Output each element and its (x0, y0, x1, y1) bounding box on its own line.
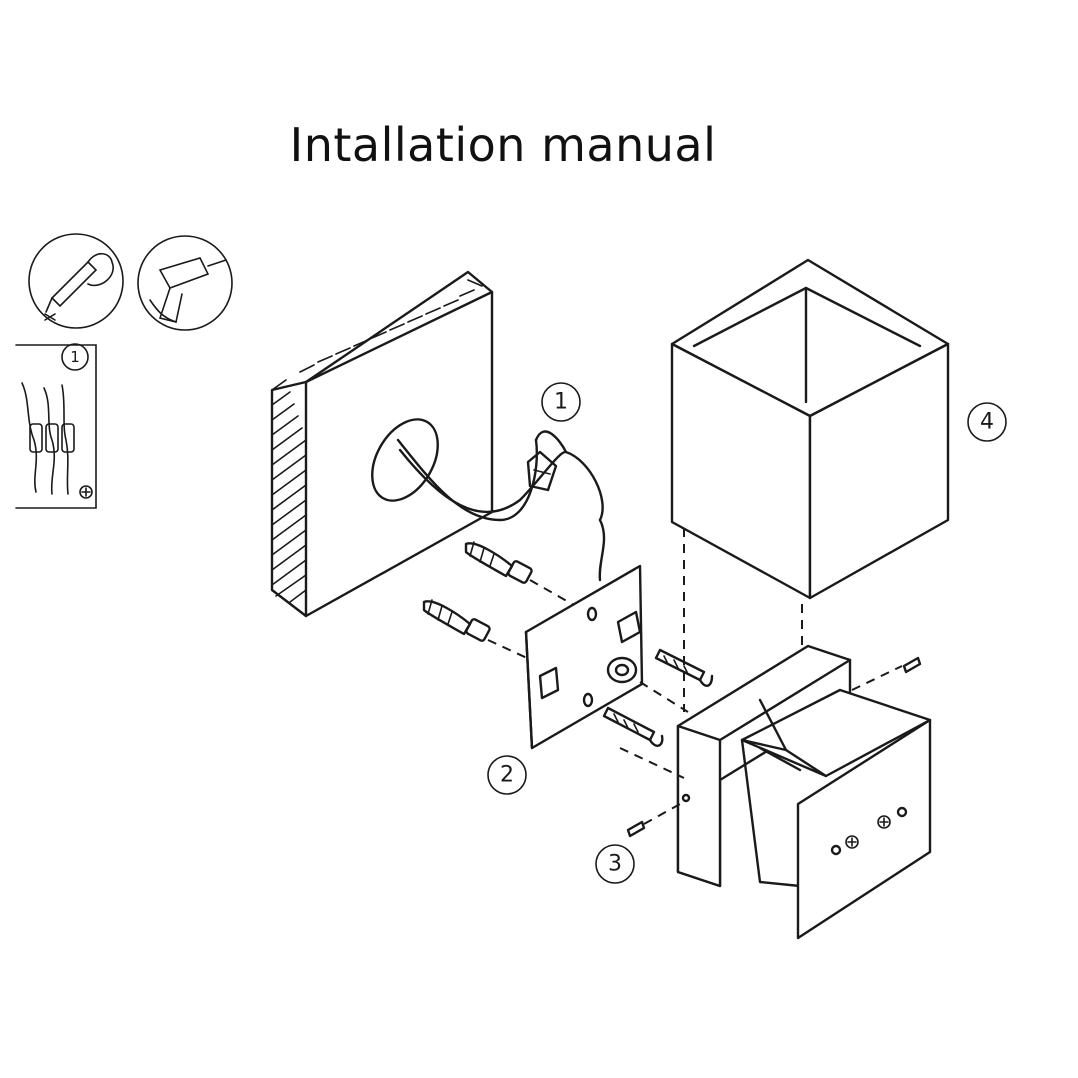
wall-plug-upper (464, 541, 533, 584)
inset-step-label: 1 (70, 348, 80, 366)
wall-hatching (271, 279, 483, 603)
base-guide-lower (619, 747, 685, 779)
wall-plug-lower (422, 599, 491, 642)
wall-cable-hole (371, 418, 439, 502)
side-screw-right (851, 656, 922, 691)
bracket-screw-upper (654, 648, 714, 687)
page-title: Intallation manual (289, 118, 717, 172)
lamp-cover (670, 258, 950, 600)
mains-cable (396, 430, 606, 582)
voltage-tester-icon (28, 233, 124, 329)
drill-icon (137, 235, 233, 331)
base-guide-upper (639, 681, 689, 713)
bracket-screw-lower (602, 706, 664, 747)
svg-text:4: 4 (980, 410, 994, 435)
step-4-label: 4 (967, 402, 1007, 442)
terminal-connector (526, 450, 558, 492)
step-1-label: 1 (541, 382, 581, 422)
side-screw-left (626, 803, 681, 838)
lamp-base (676, 644, 932, 940)
wall (270, 270, 494, 618)
svg-text:2: 2 (500, 763, 514, 788)
step-3-label: 3 (595, 844, 635, 884)
wiring-inset: 1 (15, 343, 97, 509)
step-2-label: 2 (487, 755, 527, 795)
svg-text:3: 3 (608, 852, 622, 877)
svg-text:1: 1 (554, 390, 568, 415)
